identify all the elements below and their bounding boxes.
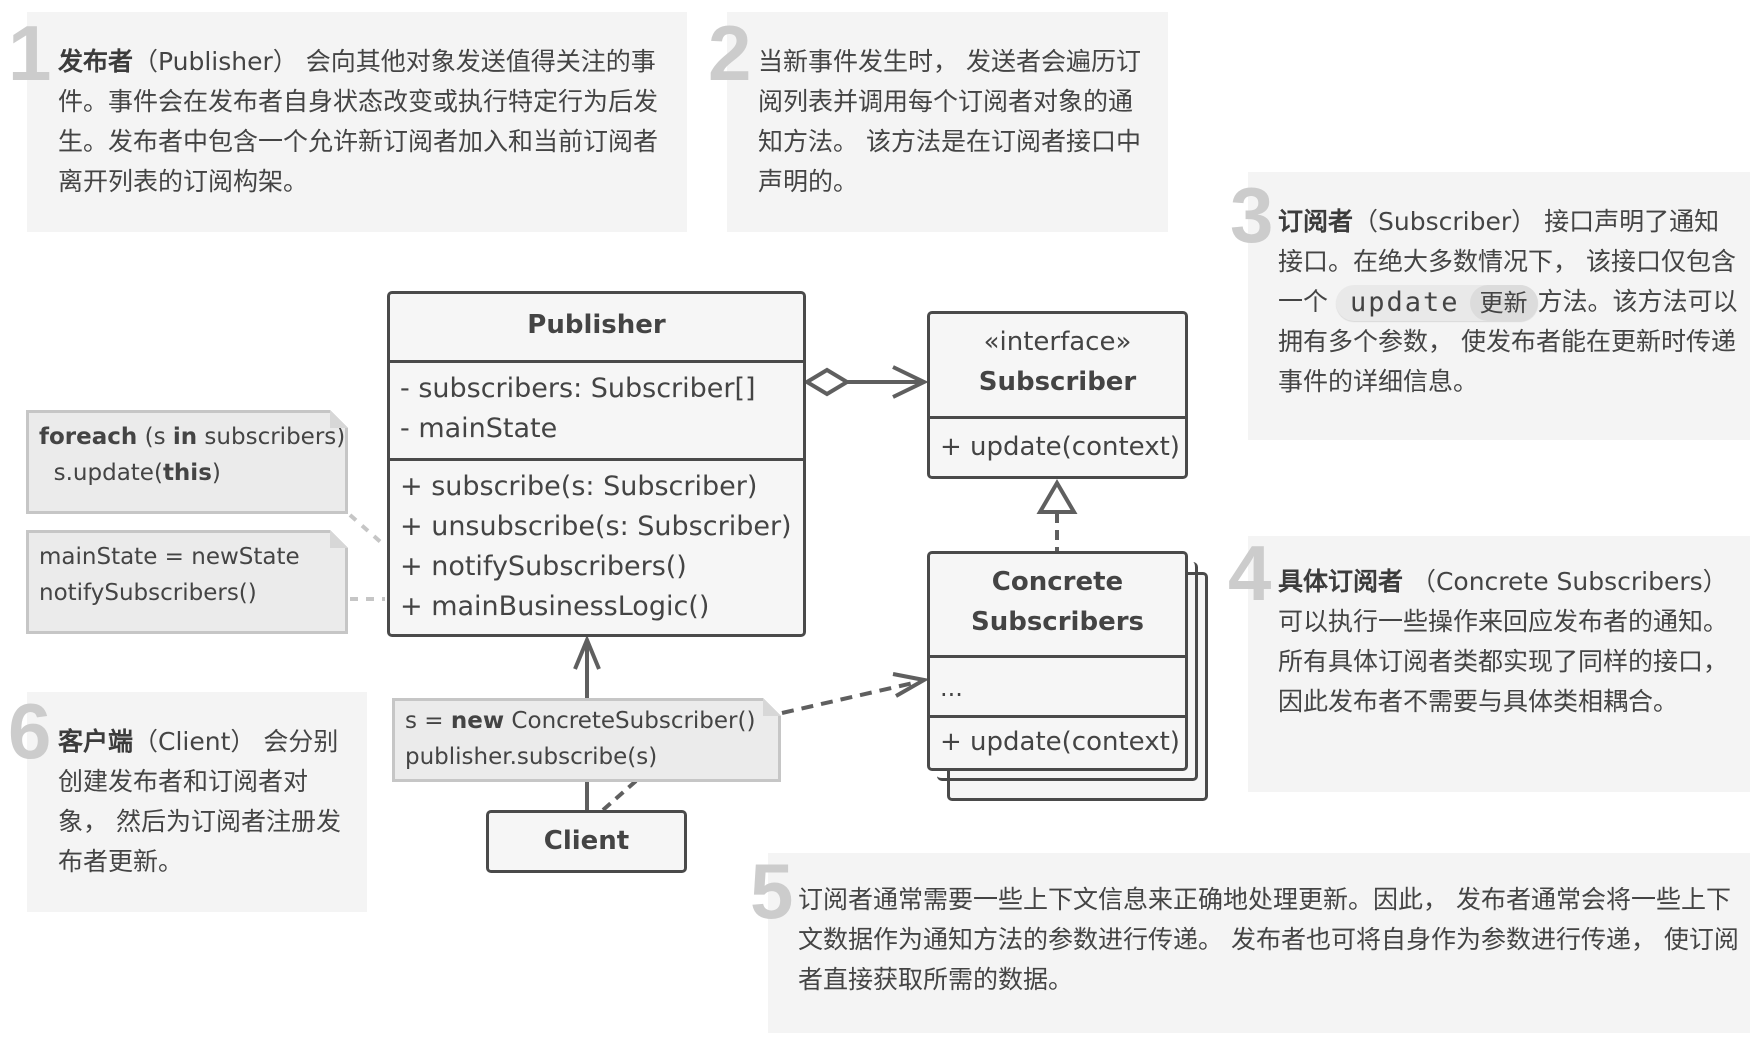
client-class[interactable]: Client [486,810,687,873]
foreach-note: foreach (s in subscribers) s.update(this… [26,410,348,514]
keyword-in: in [172,424,198,450]
concrete-subscribers-class[interactable]: Concrete Subscribers ... + update(contex… [927,551,1188,771]
panel-1-number: 1 [8,9,52,97]
aggregation-arrowhead [892,365,929,399]
note-text: subscribers) [197,424,346,450]
panel-1-body: （Publisher） 会向其他对象发送值得关注的事件。事件会在发布者自身状态改… [58,47,659,196]
publisher-field: - mainState [400,413,558,444]
note-text: s.update( [39,460,163,486]
concrete-title-line1: Concrete [991,567,1124,597]
concrete-fields: ... [930,655,1185,715]
panel-6-body: （Client） 会分别创建发布者和订阅者对象， 然后为订阅者注册发布者更新。 [58,727,341,876]
foreach-note-connector [348,513,386,547]
panel-5-number: 5 [750,847,794,935]
panel-6 [27,692,367,912]
panel-4-body: （Concrete Subscribers） 可以执行一些操作来回应发布者的通知… [1278,567,1729,716]
panel-2-number: 2 [708,9,752,97]
panel-2 [727,12,1168,232]
panel-2-text: 当新事件发生时， 发送者会遍历订阅列表并调用每个订阅者对象的通知方法。 该方法是… [758,42,1148,202]
panel-1-bold: 发布者 [58,47,134,76]
update-code: update [1349,287,1460,318]
concrete-title-line2: Subscribers [970,607,1144,637]
publisher-method: + subscribe(s: Subscriber) [400,471,758,502]
subscriber-interface[interactable]: «interface» Subscriber + update(context) [927,311,1188,479]
client-note: s = new ConcreteSubscriber() publisher.s… [392,698,781,782]
realization-triangle [1036,479,1078,514]
update-translation: 更新 [1469,285,1538,321]
subscriber-header: «interface» Subscriber [930,314,1185,416]
mainstate-note: mainState = newState notifySubscribers() [26,530,348,634]
client-note-line1: s = new ConcreteSubscriber() [405,703,768,739]
note-concrete-dashed-line [781,679,923,715]
subscriber-method: + update(context) [940,432,1180,462]
concrete-method: + update(context) [940,727,1180,757]
panel-3-text: 订阅者（Subscriber） 接口声明了通知接口。在绝大多数情况下， 该接口仅… [1278,202,1742,402]
update-code-pill: update 更新 [1335,285,1538,321]
note-fold-icon [763,698,781,716]
keyword-foreach: foreach [39,424,138,450]
concrete-header: Concrete Subscribers [930,554,1185,655]
panel-3-body-before: （Subscriber） 接口声明了通知接口。在绝大多数情况下， 该接口仅包含一… [1278,207,1736,316]
concrete-stack-middle [937,562,1198,781]
mainstate-note-line2: notifySubscribers() [39,580,257,606]
panel-2-body: 当新事件发生时， 发送者会遍历订阅列表并调用每个订阅者对象的通知方法。 该方法是… [758,47,1141,196]
panel-6-text: 客户端（Client） 会分别创建发布者和订阅者对象， 然后为订阅者注册发布者更… [58,722,348,882]
subscriber-stereotype: «interface» [983,327,1132,357]
note-text: ConcreteSubscriber() [504,708,756,734]
client-note-dashed-line [601,779,638,812]
panel-4-number: 4 [1228,529,1272,617]
note-fold-icon [330,530,348,548]
panel-3-bold: 订阅者 [1278,207,1354,236]
publisher-method: + notifySubscribers() [400,551,687,582]
panel-4-text: 具体订阅者 （Concrete Subscribers） 可以执行一些操作来回应… [1278,562,1742,722]
note-text: (s [137,424,173,450]
client-publisher-arrowhead [573,634,601,670]
client-title: Client [543,826,630,856]
client-note-line2: publisher.subscribe(s) [405,744,658,770]
publisher-fields: - subscribers: Subscriber[] - mainState [390,360,803,458]
publisher-class[interactable]: Publisher - subscribers: Subscriber[] - … [387,291,806,637]
keyword-this: this [162,460,212,486]
panel-4-bold: 具体订阅者 [1278,567,1404,596]
note-text: ) [211,460,221,486]
note-text: s = [405,708,451,734]
panel-4 [1248,536,1750,792]
aggregation-diamond [803,367,851,397]
concrete-field: ... [940,674,963,702]
subscriber-methods: + update(context) [930,416,1185,476]
publisher-header: Publisher [390,294,803,360]
note-concrete-arrowhead [892,672,930,698]
panel-5 [768,853,1750,1033]
panel-5-body: 订阅者通常需要一些上下文信息来正确地处理更新。因此， 发布者通常会将一些上下文数… [798,885,1739,994]
panel-1-text: 发布者（Publisher） 会向其他对象发送值得关注的事件。事件会在发布者自身… [58,42,668,202]
panel-5-text: 订阅者通常需要一些上下文信息来正确地处理更新。因此， 发布者通常会将一些上下文数… [798,880,1742,1000]
subscriber-title: Subscriber [978,367,1137,397]
mainstate-note-line1: mainState = newState [39,544,300,570]
publisher-title: Publisher [527,310,666,340]
publisher-field: - subscribers: Subscriber[] [400,373,756,404]
panel-1 [27,12,687,232]
keyword-new: new [450,708,505,734]
panel-6-number: 6 [8,687,52,775]
publisher-method: + unsubscribe(s: Subscriber) [400,511,792,542]
panel-3-number: 3 [1230,171,1274,259]
publisher-methods: + subscribe(s: Subscriber) + unsubscribe… [390,458,803,634]
foreach-note-line2: s.update(this) [39,455,335,491]
panel-3-body-after: 方法。该方法可以拥有多个参数， 使发布者能在更新时传递事件的详细信息。 [1278,287,1738,396]
foreach-note-line1: foreach (s in subscribers) [39,419,345,455]
concrete-methods: + update(context) [930,715,1185,768]
publisher-method: + mainBusinessLogic() [400,591,710,622]
panel-6-bold: 客户端 [58,727,134,756]
note-fold-icon [330,410,348,428]
